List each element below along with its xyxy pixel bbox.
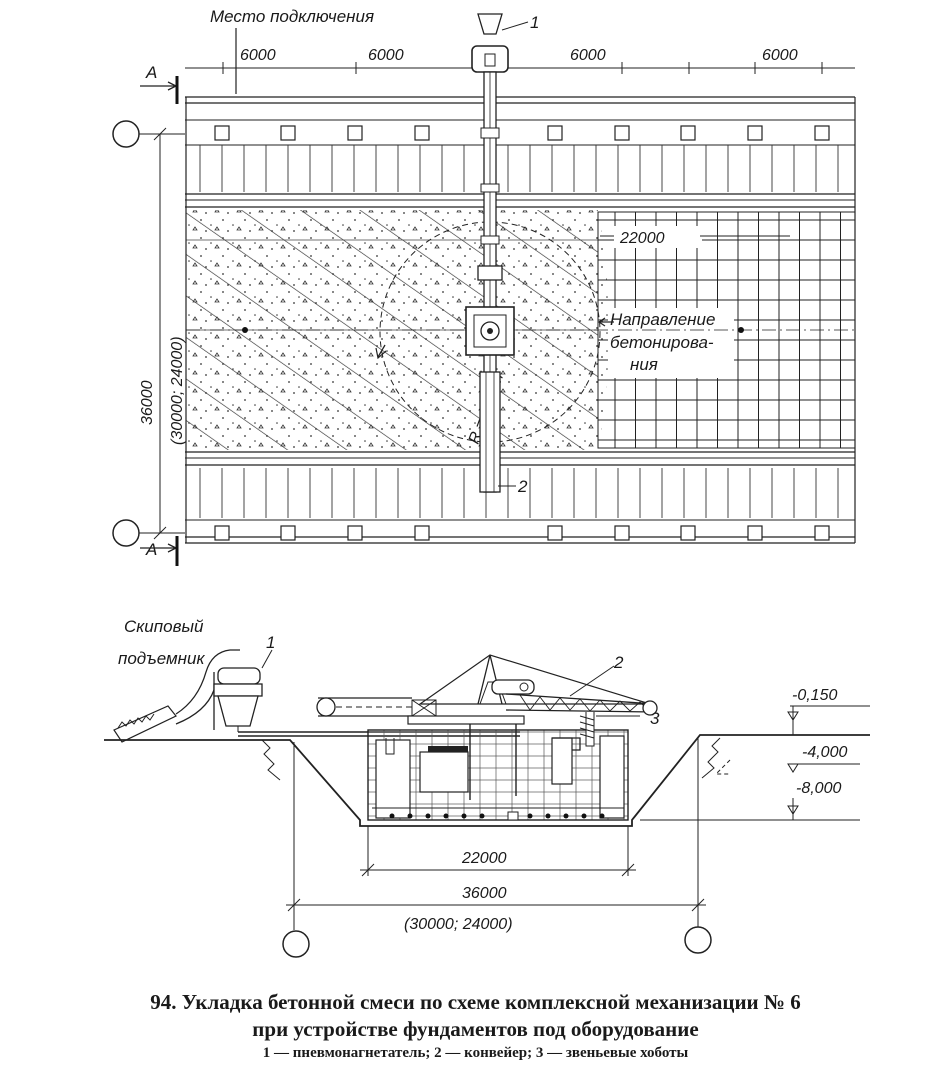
svg-text:А: А — [145, 540, 157, 559]
column-pads-top — [214, 125, 830, 141]
svg-text:22000: 22000 — [461, 850, 507, 867]
span-label: 6000 — [240, 47, 276, 64]
svg-text:(30000; 24000): (30000; 24000) — [404, 916, 513, 933]
direction-label: ния — [630, 355, 658, 374]
column-pad — [680, 125, 696, 141]
column-pad — [280, 525, 296, 541]
column-pad — [280, 125, 296, 141]
pneumatic-feeder — [213, 667, 263, 732]
section-mark-bottom: А — [140, 536, 179, 566]
column-pad — [814, 125, 830, 141]
section-mark-top: А — [140, 63, 179, 104]
column-pad — [214, 125, 230, 141]
svg-text:-4,000: -4,000 — [802, 744, 847, 761]
connection-label: Место подключения — [210, 7, 374, 26]
callout-1: 1 — [530, 13, 539, 32]
column-pad — [347, 525, 363, 541]
side-dimension: 36000 — [139, 380, 156, 425]
side-dimension-alt: (30000; 24000) — [169, 336, 186, 445]
level-marks: -0,150 -4,000 -8,000 — [640, 687, 870, 821]
figure-caption-legend: 1 — пневмонагнетатель; 2 — конвейер; 3 —… — [262, 1045, 689, 1061]
callout-2-section: 2 — [613, 653, 624, 672]
bottom-rails — [185, 451, 855, 544]
width-22000: 22000 — [619, 230, 665, 247]
column-pad — [614, 525, 630, 541]
axis-marker — [112, 519, 140, 547]
span-dimensions: 6000 6000 6000 6000 — [185, 47, 855, 74]
callout-1-section: 1 — [266, 633, 275, 652]
column-pad — [814, 525, 830, 541]
callout-3-section: 3 — [650, 709, 660, 728]
skip-lift-label: Скиповый — [124, 617, 204, 636]
ground-line — [104, 734, 870, 827]
column-pads-bottom — [214, 525, 830, 541]
span-label: 6000 — [570, 47, 606, 64]
column-pad — [680, 525, 696, 541]
svg-text:-0,150: -0,150 — [792, 687, 837, 704]
section-view: Скиповый подъемник 1 — [104, 617, 870, 958]
axis-marker — [112, 120, 140, 148]
column-pad — [747, 525, 763, 541]
svg-text:А: А — [145, 63, 157, 82]
span-label: 6000 — [762, 47, 798, 64]
callout-2: 2 — [517, 477, 528, 496]
span-label: 6000 — [368, 47, 404, 64]
figure-caption-title: 94. Укладка бетонной смеси по схеме комп… — [150, 990, 801, 1014]
svg-text:-8,000: -8,000 — [796, 780, 841, 797]
column-pad — [414, 525, 430, 541]
skip-lift-label: подъемник — [118, 649, 205, 668]
column-pad — [547, 525, 563, 541]
conveyor-plan — [465, 13, 515, 493]
top-ticks — [199, 145, 839, 192]
direction-label: бетонирова- — [610, 333, 714, 352]
column-pad — [214, 525, 230, 541]
conveyor-section — [316, 654, 658, 800]
plan-view: Место подключения 6000 6000 6000 6000 А … — [112, 7, 856, 566]
column-pad — [547, 125, 563, 141]
svg-text:36000: 36000 — [462, 885, 507, 902]
column-pad — [747, 125, 763, 141]
top-rails — [185, 96, 855, 208]
direction-label: Направление — [610, 310, 715, 329]
figure-caption-subtitle: при устройстве фундаментов под оборудова… — [252, 1017, 699, 1041]
section-dimensions: 22000 36000 (30000; 24000) — [282, 738, 712, 958]
column-pad — [614, 125, 630, 141]
column-pad — [414, 125, 430, 141]
column-pad — [347, 125, 363, 141]
foundation-formwork — [367, 729, 629, 821]
bottom-ticks — [199, 468, 839, 518]
